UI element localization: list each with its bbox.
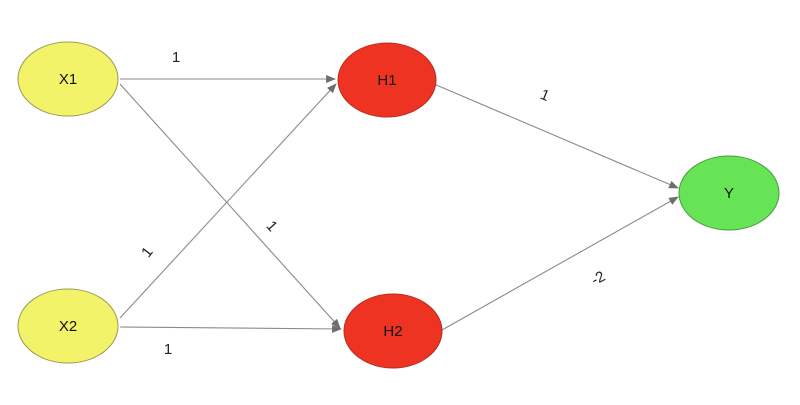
weight-label-x1-h1: 1 — [172, 49, 180, 66]
weight-label-x2-h2: 1 — [164, 341, 172, 358]
node-h1: H1 — [337, 42, 437, 118]
node-h2-shape — [343, 293, 443, 369]
node-x2-shape — [17, 288, 119, 364]
node-y: Y — [678, 155, 780, 231]
weight-label-h2-y: -2 — [588, 268, 608, 289]
edge-x1-h2 — [119, 83, 341, 329]
node-x1-label: X1 — [59, 71, 77, 88]
node-x1-shape — [17, 41, 119, 117]
weight-label-x1-h2: 1 — [263, 218, 281, 236]
node-h1-label: H1 — [377, 72, 396, 89]
node-y-label: Y — [724, 185, 734, 202]
node-h2-label: H2 — [383, 323, 402, 340]
edge-h2-y — [441, 196, 679, 331]
node-h2: H2 — [343, 293, 443, 369]
node-x2-label: X2 — [59, 318, 77, 335]
node-x2: X2 — [17, 288, 119, 364]
weight-label-x2-h1: 1 — [138, 244, 157, 261]
edge-h1-y — [433, 83, 679, 189]
node-y-shape — [678, 155, 780, 231]
edge-x2-h1 — [119, 83, 337, 319]
edge-x2-h2 — [119, 324, 342, 333]
node-h1-shape — [337, 42, 437, 118]
weight-label-h1-y: 1 — [538, 86, 552, 105]
node-x1: X1 — [17, 41, 119, 117]
